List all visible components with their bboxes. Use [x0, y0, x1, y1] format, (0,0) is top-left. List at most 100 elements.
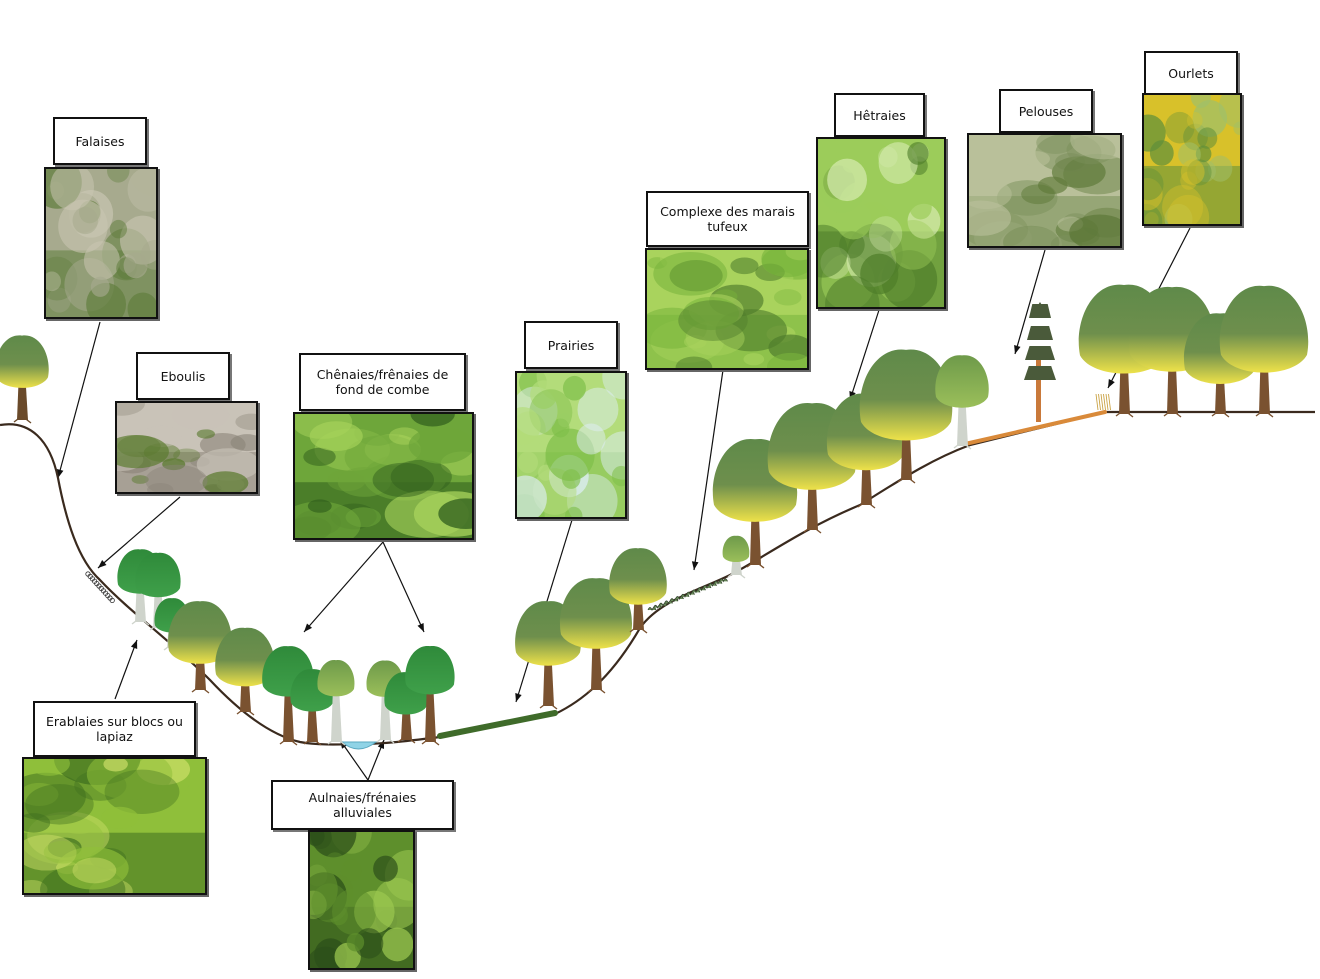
chenaies-arrow [382, 541, 425, 633]
scree-pebble [109, 597, 115, 604]
eboulis-arrow [97, 496, 181, 569]
beech-forest-photo [816, 137, 946, 309]
tall-grass [1108, 393, 1111, 411]
crown [135, 552, 181, 598]
eboulis-label: Eboulis [136, 352, 230, 400]
marsh-tuft [719, 578, 728, 583]
beech-tree [859, 349, 953, 484]
oak-tree [609, 548, 667, 634]
roots [376, 735, 395, 744]
marais-label: Complexe des marais tufeux [646, 191, 809, 247]
roots [953, 441, 972, 450]
terrain-profile [0, 393, 1315, 750]
scree-photo [115, 401, 258, 494]
falaises-arrow [56, 321, 101, 479]
marsh-tuft [664, 600, 673, 605]
crown [0, 335, 49, 388]
grassland-strip [963, 410, 1107, 446]
roots [236, 707, 255, 716]
oak-tree [168, 601, 232, 694]
aulnaies-label-text: Aulnaies/frénaies alluviales [308, 790, 417, 820]
marsh-tuft [702, 585, 712, 590]
stream-water [340, 741, 378, 750]
roots [857, 500, 876, 509]
marsh-tuft [653, 604, 662, 609]
prairies-label: Prairies [524, 321, 618, 369]
crown [722, 535, 750, 563]
roots [629, 625, 648, 634]
tall-grass [1103, 393, 1106, 411]
crown [859, 349, 953, 441]
marsh-tuft [647, 607, 657, 612]
oak-tree [215, 627, 275, 716]
prairies-label-text: Prairies [547, 337, 595, 353]
vegetation-illustration [0, 284, 1309, 746]
marsh-tuft [691, 589, 701, 594]
roots [303, 737, 322, 746]
erablaies-label: Erablaies sur blocs ou lapiaz [33, 701, 196, 757]
beech-tree [935, 355, 989, 450]
forest-photo [293, 412, 474, 540]
cliff-tree [0, 335, 49, 424]
marsh-tuft [697, 587, 706, 592]
alder-tree [317, 660, 355, 746]
conifer-tier [1024, 366, 1056, 380]
roots [191, 685, 210, 694]
crown [168, 601, 232, 664]
roots [1211, 409, 1230, 418]
marais-arrow [691, 369, 724, 571]
erablaies-arrow [114, 639, 138, 700]
trunk [425, 680, 436, 742]
hetraies-label: Hêtraies [834, 93, 925, 137]
crown [609, 548, 667, 605]
roots [746, 560, 765, 569]
marsh-tuft [675, 596, 684, 601]
aulnaies-label: Aulnaies/frénaies alluviales [271, 780, 454, 830]
chenaies-label-text: Chênaies/frênaies de fond de combe [316, 367, 449, 397]
roots [421, 737, 440, 746]
marsh-tuft [686, 591, 695, 596]
marsh-tuft [680, 593, 690, 598]
shrub-tree [722, 535, 750, 579]
conifer-tier [1025, 346, 1055, 360]
ground-line [0, 410, 1315, 746]
chenaies-arrow [303, 541, 384, 633]
conifer-tier [1027, 326, 1053, 340]
pelouses-arrow [1014, 249, 1046, 355]
erablaies-label-text: Erablaies sur blocs ou lapiaz [46, 714, 183, 744]
roots [1255, 409, 1274, 418]
crown [935, 355, 989, 408]
tall-grass [1095, 393, 1099, 411]
roots [1115, 409, 1134, 418]
marsh-tuft [713, 580, 723, 585]
cliff-photo [44, 167, 158, 319]
tall-grass [1100, 393, 1104, 411]
hetraies-label-text: Hêtraies [853, 107, 906, 123]
pelouses-label: Pelouses [999, 89, 1093, 133]
conifer-top [1030, 302, 1050, 318]
crown [405, 645, 455, 695]
meadow-photo [515, 371, 627, 519]
trunk [331, 687, 342, 742]
roots [539, 701, 558, 710]
pelouses-label-text: Pelouses [1018, 103, 1074, 119]
chenaies-label: Chênaies/frênaies de fond de combe [299, 353, 466, 411]
crown [317, 660, 355, 697]
roots [897, 475, 916, 484]
crown [1219, 285, 1309, 373]
ourlets-label: Ourlets [1144, 51, 1238, 95]
tall-grass [1098, 393, 1101, 411]
crown [215, 627, 275, 687]
marsh-photo [645, 248, 809, 370]
roots [131, 617, 150, 626]
meadow-strip [437, 710, 558, 739]
roots [13, 415, 32, 424]
ash-tree [405, 645, 455, 746]
trunk [1036, 352, 1041, 422]
eboulis-label-text: Eboulis [160, 368, 206, 384]
roots [803, 525, 822, 534]
beech-tree [1219, 285, 1309, 418]
roots [1163, 409, 1182, 418]
roots [727, 570, 746, 579]
marais-label-text: Complexe des marais tufeux [660, 204, 795, 234]
